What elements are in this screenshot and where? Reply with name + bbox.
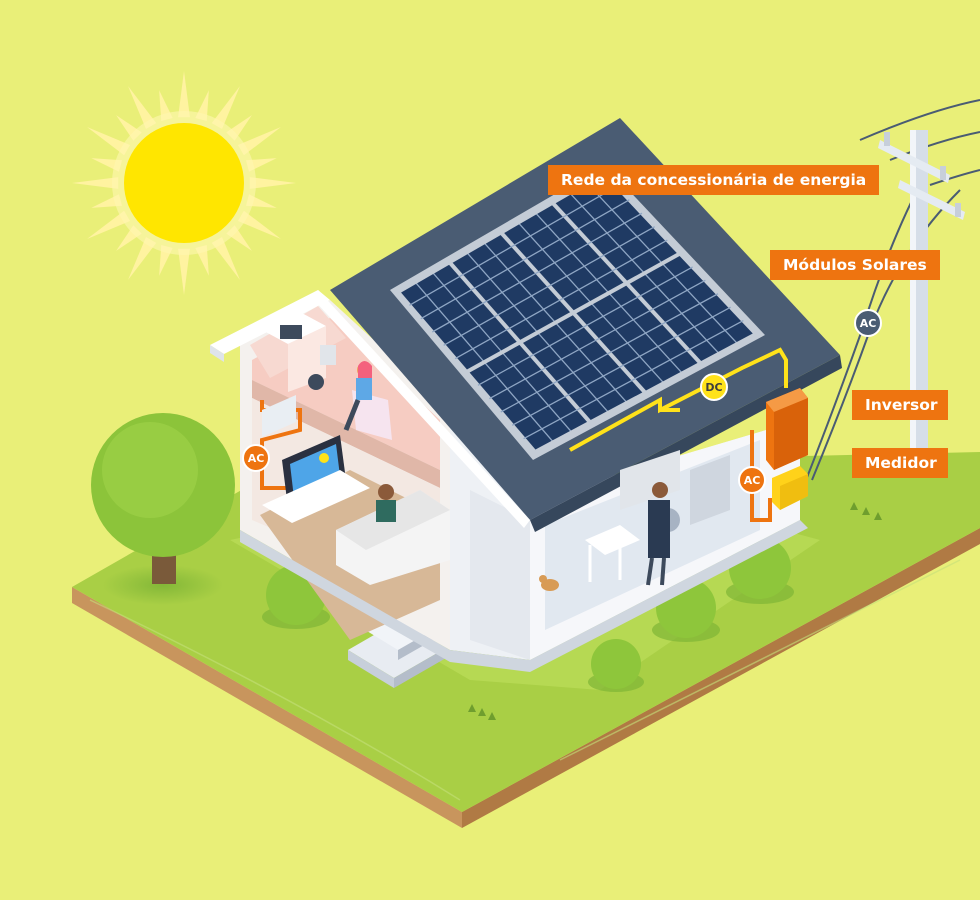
sun-ray — [237, 210, 281, 239]
sun-ray — [178, 71, 190, 118]
label-solar-modules: Módulos Solares — [770, 250, 940, 280]
meter-icon — [772, 466, 808, 510]
ac-badge-pole-label: AC — [860, 317, 877, 330]
inverter-icon — [766, 388, 808, 470]
sun-ray — [128, 236, 157, 280]
sun-ray — [211, 86, 240, 130]
panel-grid-line — [489, 279, 706, 400]
grass-tufts — [468, 502, 882, 720]
panel-grid-line — [420, 199, 630, 320]
panel-grid-line — [534, 332, 757, 454]
upper-room — [262, 312, 392, 440]
dc-badge-label: DC — [705, 381, 722, 394]
sun-ray — [211, 236, 240, 280]
panel-grid-line — [465, 251, 681, 374]
ac-badge-right-label: AC — [744, 474, 761, 487]
panel-grid-line — [443, 226, 655, 346]
ac-badge-right: AC — [738, 466, 766, 494]
panel-grid-line — [511, 306, 731, 426]
ac-badge-pole: AC — [854, 309, 882, 337]
sun-icon — [72, 71, 296, 295]
sun-ray — [128, 86, 157, 130]
living-room — [262, 395, 450, 585]
utility-pole-icon — [878, 130, 965, 450]
sun-ray — [178, 248, 190, 295]
panel-grid-line — [409, 185, 617, 306]
ac-badge-left-label: AC — [248, 452, 265, 465]
panel-grid-line — [500, 293, 719, 413]
label-utility-grid: Rede da concessionária de energia — [548, 165, 880, 195]
tree-icon — [91, 413, 235, 605]
sun-ray — [87, 127, 131, 156]
kitchen — [539, 450, 730, 591]
sun-ray — [249, 177, 296, 189]
panel-grid-line — [477, 266, 693, 386]
panel-grid-line — [431, 212, 643, 333]
solar-panels — [390, 165, 765, 460]
label-meter: Medidor — [852, 448, 948, 478]
sun-ray — [237, 127, 281, 156]
sun-ray — [87, 210, 131, 239]
label-inverter: Inversor — [852, 390, 948, 420]
panel-grid-line — [454, 239, 668, 360]
panel-grid-line — [523, 320, 744, 440]
sun-ray — [72, 177, 119, 189]
ac-badge-left: AC — [242, 444, 270, 472]
dc-badge: DC — [700, 373, 728, 401]
